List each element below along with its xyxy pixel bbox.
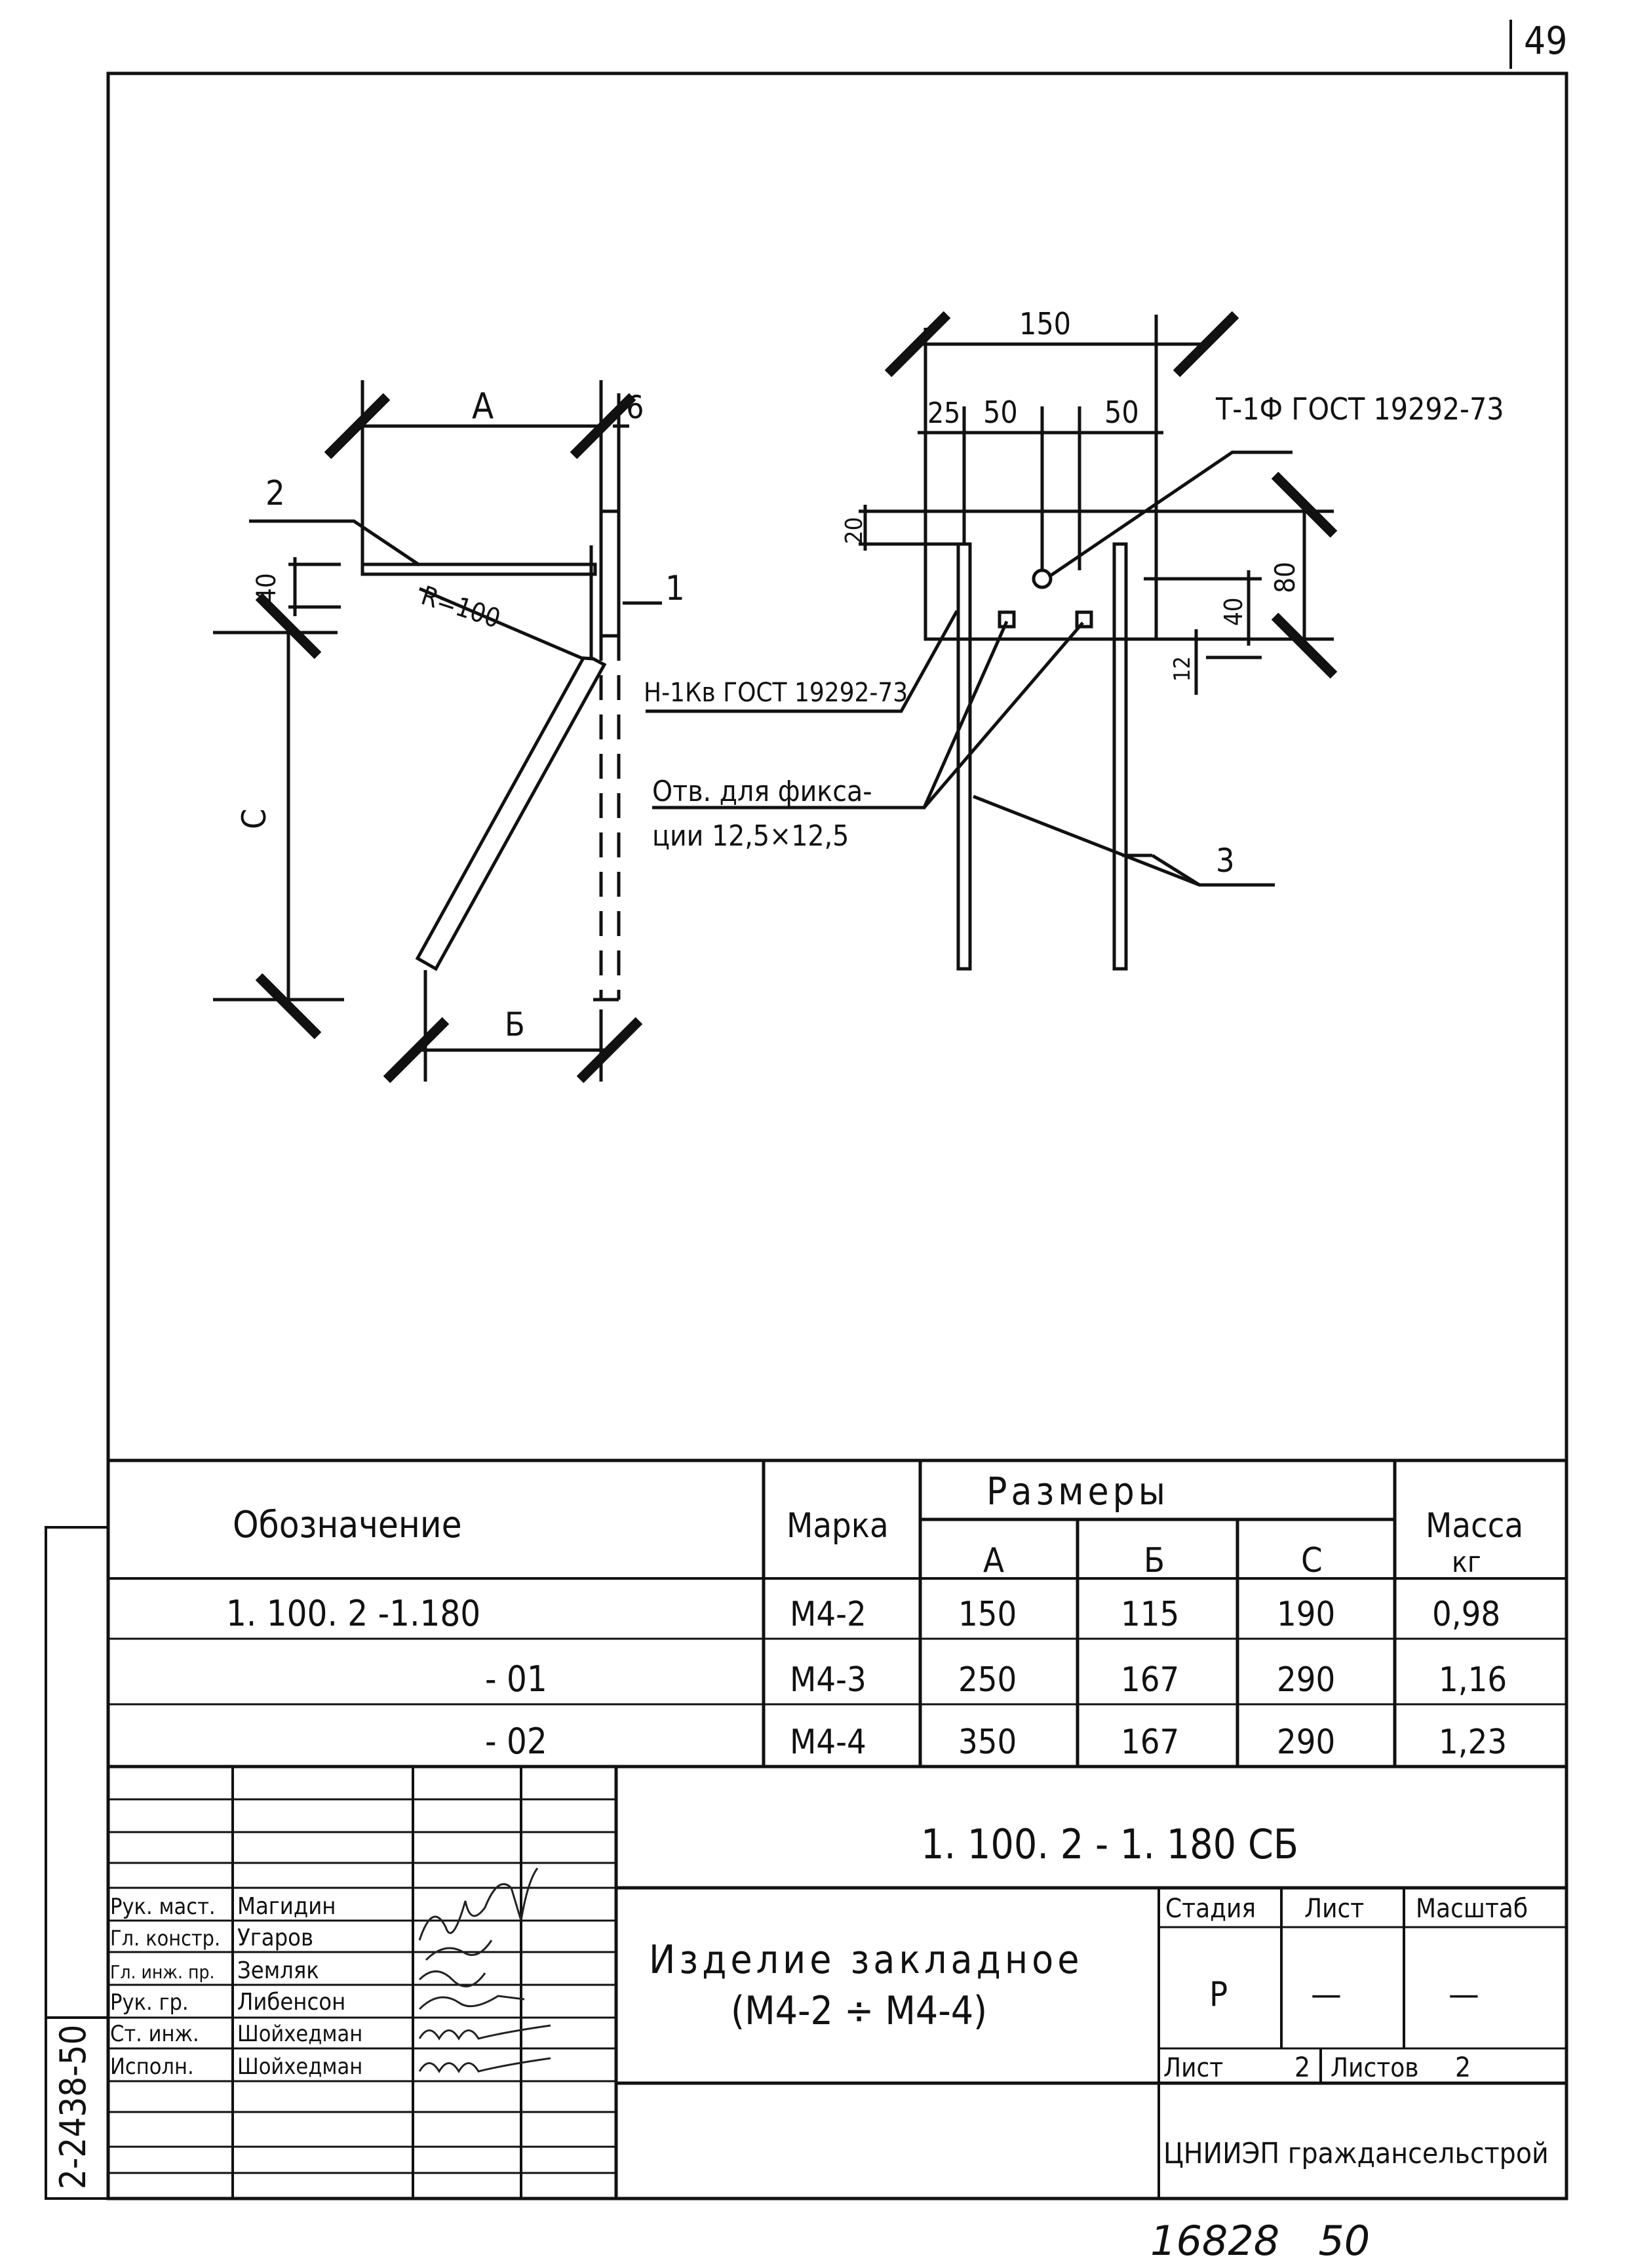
stage-label: Стадия	[1165, 1894, 1256, 1924]
side-stamp-text: 2-2438-50	[52, 2025, 94, 2189]
sig-role-4: Рук. гр.	[110, 1989, 189, 2016]
sig-name-4: Либенсон	[237, 1989, 345, 2016]
dim-6-label: 6	[626, 389, 644, 426]
side-view	[213, 380, 662, 1082]
bent-anchor-bar	[415, 656, 607, 971]
size-table	[108, 1458, 1566, 1769]
page-number: 49	[1524, 18, 1567, 63]
sig-role-3: Гл. инж. пр.	[110, 1961, 214, 1983]
row-3-mass: 1,23	[1439, 1723, 1507, 1762]
callout-2: 2	[265, 474, 285, 513]
row-3-c: 290	[1277, 1723, 1335, 1762]
note-holes-2: ции 12,5×12,5	[652, 819, 849, 853]
dim-50b-label: 50	[1104, 395, 1139, 430]
stud-bar	[360, 562, 597, 576]
note-t1f: Т-1Ф ГОСТ 19292-73	[1215, 391, 1504, 427]
row-1-a: 150	[958, 1595, 1017, 1634]
scale-label: Масштаб	[1416, 1894, 1528, 1924]
fix-hole-right	[1075, 610, 1093, 629]
front-view-labels: 150 25 50 50 20 80 40 12 Т-1Ф ГОСТ 19292…	[644, 306, 1504, 880]
row-1-mark: М4-2	[790, 1595, 866, 1634]
dim-b-label: Б	[505, 1006, 525, 1044]
row-1-c: 190	[1277, 1595, 1335, 1634]
sheet-label: Лист	[1304, 1894, 1364, 1924]
sig-name-3: Земляк	[237, 1957, 319, 1984]
dim-150-label: 150	[1019, 306, 1071, 342]
sheet-no-value: 2	[1294, 2051, 1310, 2083]
handwritten-signatures	[418, 1867, 551, 2073]
doc-code: 1. 100. 2 - 1. 180 СБ	[921, 1820, 1298, 1868]
row-2-mass: 1,16	[1439, 1660, 1507, 1700]
fix-hole-left	[998, 610, 1016, 629]
sheet-value: —	[1311, 1975, 1342, 2014]
right-anchor-bar	[1112, 542, 1128, 971]
row-1-designation: 1. 100. 2 -1.180	[226, 1593, 480, 1634]
header-mark: Марка	[787, 1506, 889, 1546]
row-1-b: 115	[1121, 1595, 1179, 1634]
row-2-designation: - 01	[485, 1658, 547, 1700]
front-view	[646, 315, 1334, 971]
sig-role-5: Ст. инж.	[110, 2021, 199, 2047]
row-3-a: 350	[958, 1723, 1017, 1762]
radius-label: R=100	[418, 581, 504, 635]
row-3-designation: - 02	[485, 1721, 547, 1762]
row-2-c: 290	[1277, 1660, 1335, 1700]
dim-12-label: 12	[1169, 656, 1196, 682]
dim-50a-label: 50	[983, 395, 1018, 430]
note-h1kv: Н-1Кв ГОСТ 19292-73	[644, 678, 908, 708]
dim-40-label: 40	[252, 573, 282, 603]
row-2-mark: М4-3	[790, 1660, 866, 1700]
stud-hole	[1032, 568, 1053, 589]
dim-80-label: 80	[1269, 562, 1301, 593]
drawing-frame	[106, 71, 1568, 2200]
dim-c-label: С	[235, 809, 273, 829]
title-line-1: Изделие закладное	[649, 1937, 1083, 1983]
row-3-b: 167	[1121, 1723, 1179, 1762]
header-sizes: Размеры	[986, 1469, 1169, 1514]
sig-name-5: Шойхедман	[237, 2021, 362, 2047]
note-holes-1: Отв. для фикса-	[652, 775, 872, 808]
header-col-c: С	[1301, 1541, 1323, 1580]
sig-name-6: Шойхедман	[237, 2054, 362, 2080]
header-mass-unit: кг	[1452, 1546, 1481, 1579]
sig-role-1: Рук. маст.	[110, 1894, 216, 1920]
sheets-total-label: Листов	[1331, 2053, 1418, 2083]
title-line-2: (М4-2 ÷ М4-4)	[731, 1988, 987, 2034]
dim-40-right-label: 40	[1219, 598, 1248, 627]
anchor-plate	[599, 509, 621, 638]
sig-name-2: Угаров	[237, 1925, 313, 1951]
bottom-stamp: 16828 50	[1150, 2217, 1370, 2265]
header-designation: Обозначение	[233, 1504, 462, 1546]
sheets-total-value: 2	[1455, 2051, 1471, 2083]
dim-a-label: А	[472, 385, 494, 427]
header-mass: Масса	[1426, 1506, 1523, 1546]
row-2-a: 250	[958, 1660, 1017, 1700]
dim-25-label: 25	[927, 397, 960, 430]
title-block-text: 1. 100. 2 - 1. 180 СБ Изделие закладное …	[110, 1820, 1549, 2170]
header-col-b: Б	[1144, 1541, 1165, 1580]
title-block	[108, 1767, 1566, 2199]
size-table-text: Обозначение Марка Размеры А Б С Масса кг…	[226, 1469, 1523, 1762]
stage-value: Р	[1209, 1975, 1228, 2014]
organization: ЦНИИЭП граждансельстрой	[1163, 2137, 1549, 2170]
row-1-mass: 0,98	[1432, 1595, 1500, 1634]
row-3-mark: М4-4	[790, 1723, 866, 1762]
sheet-no-label: Лист	[1163, 2053, 1223, 2083]
dim-20-label: 20	[841, 517, 868, 544]
callout-3: 3	[1216, 842, 1235, 880]
scale-value: —	[1449, 1975, 1479, 2014]
sig-role-6: Исполн.	[110, 2054, 194, 2080]
sig-name-1: Магидин	[237, 1893, 336, 1920]
callout-1: 1	[665, 569, 685, 608]
sig-role-2: Гл. констр.	[110, 1926, 220, 1951]
row-2-b: 167	[1121, 1660, 1179, 1700]
header-col-a: А	[983, 1541, 1004, 1580]
side-stamp	[45, 1526, 108, 2200]
